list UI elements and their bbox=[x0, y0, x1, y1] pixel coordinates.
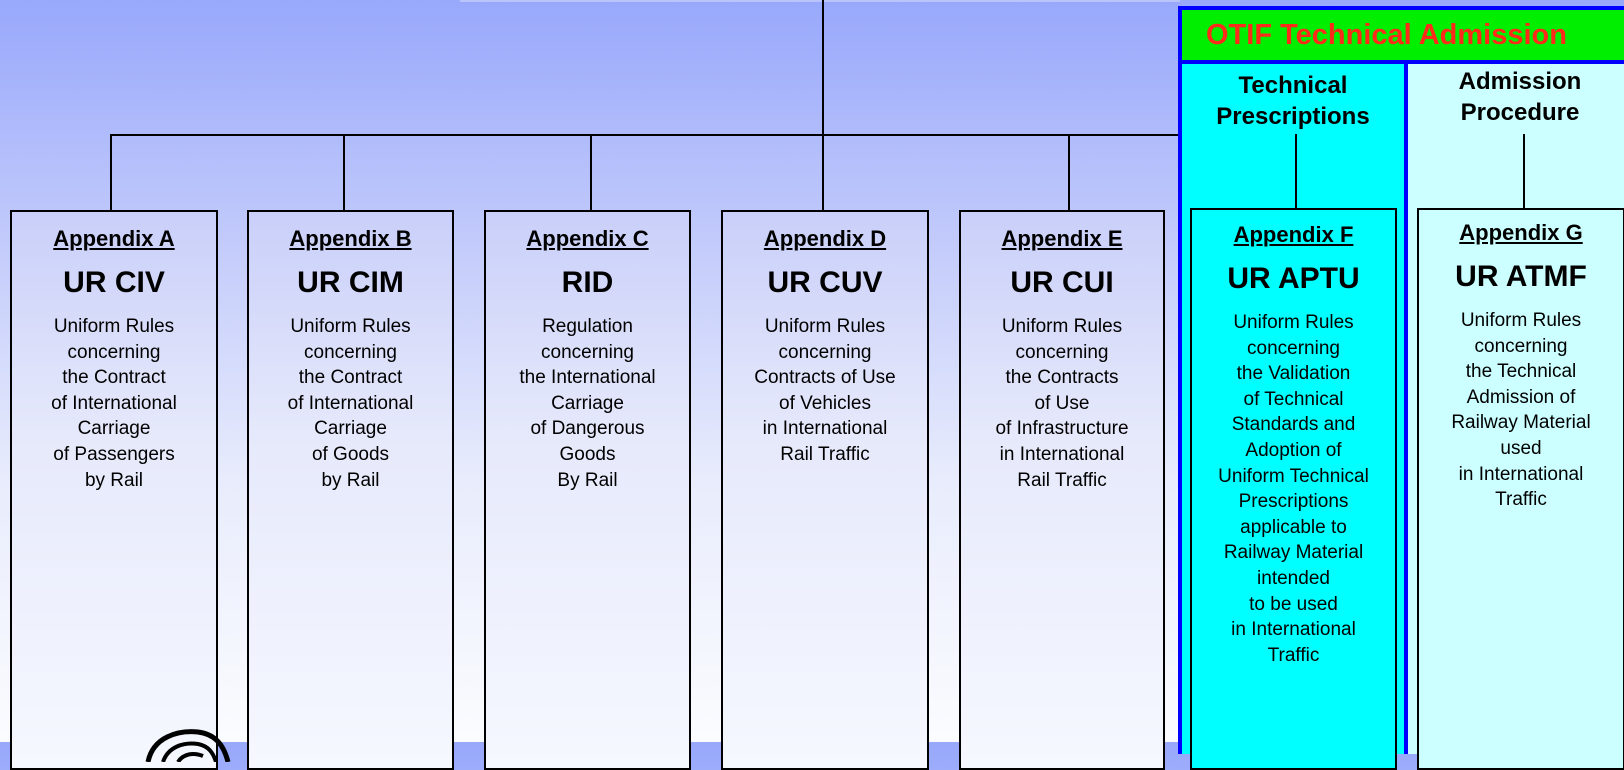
appendix-e-code: UR CUI bbox=[1010, 266, 1114, 299]
connector-horizontal bbox=[110, 134, 1526, 136]
appendix-e-box: Appendix E UR CUI Uniform Rules concerni… bbox=[959, 210, 1165, 770]
appendix-f-title: Appendix F bbox=[1233, 222, 1354, 247]
appendix-c-box: Appendix C RID Regulation concerning the… bbox=[484, 210, 691, 770]
appendix-b-prefix: Appendix bbox=[289, 226, 396, 251]
connector-trunk bbox=[822, 0, 824, 136]
appendix-a-title: Appendix A bbox=[53, 226, 175, 251]
appendix-g-box: Appendix G UR ATMF Uniform Rules concern… bbox=[1417, 208, 1624, 770]
appendix-b-code: UR CIM bbox=[297, 266, 404, 299]
appendix-d-title: Appendix D bbox=[763, 226, 887, 251]
appendix-f-code: UR APTU bbox=[1227, 262, 1360, 295]
appendix-c-code: RID bbox=[561, 266, 614, 299]
appendix-a-code: UR CIV bbox=[63, 266, 165, 299]
admission-procedure-heading: Admission Procedure bbox=[1458, 68, 1582, 126]
appendix-e-title: Appendix E bbox=[1001, 226, 1123, 251]
appendix-b-title: Appendix B bbox=[249, 226, 452, 252]
drop-appendix-b bbox=[343, 134, 345, 212]
appendix-d-code: UR CUV bbox=[767, 266, 883, 299]
drop-appendix-c bbox=[590, 134, 592, 212]
drop-appendix-f bbox=[1295, 134, 1297, 210]
appendix-b-letter: B bbox=[395, 226, 412, 251]
appendix-b-box: Appendix B UR CIM Uniform Rules concerni… bbox=[247, 210, 454, 770]
appendix-a-box: Appendix A UR CIV Uniform Rules concerni… bbox=[10, 210, 218, 770]
top-band bbox=[460, 0, 1180, 2]
appendix-g-description: Uniform Rules concerning the Technical A… bbox=[1451, 310, 1591, 511]
appendix-c-description: Regulation concerning the International … bbox=[519, 316, 656, 491]
appendix-b-description: Uniform Rules concerning the Contract of… bbox=[287, 316, 414, 491]
appendix-c-title: Appendix C bbox=[526, 226, 649, 251]
appendix-d-box: Appendix D UR CUV Uniform Rules concerni… bbox=[721, 210, 929, 770]
appendix-d-description: Uniform Rules concerning Contracts of Us… bbox=[754, 316, 896, 465]
appendix-g-title: Appendix G bbox=[1459, 220, 1583, 245]
otif-logo-icon bbox=[145, 729, 231, 762]
appendix-e-description: Uniform Rules concerning the Contracts o… bbox=[995, 316, 1129, 491]
otif-technical-admission-header: OTIF Technical Admission bbox=[1178, 6, 1624, 64]
drop-appendix-e bbox=[1068, 134, 1070, 212]
appendix-f-description: Uniform Rules concerning the Validation … bbox=[1218, 312, 1369, 666]
technical-prescriptions-heading: Technical Prescriptions bbox=[1216, 72, 1370, 130]
appendix-f-box: Appendix F UR APTU Uniform Rules concern… bbox=[1190, 208, 1397, 770]
drop-appendix-g bbox=[1523, 134, 1525, 208]
drop-appendix-a bbox=[110, 134, 112, 212]
drop-appendix-d bbox=[822, 134, 824, 212]
appendix-g-code: UR ATMF bbox=[1455, 260, 1587, 293]
appendix-a-description: Uniform Rules concerning the Contract of… bbox=[51, 316, 177, 491]
